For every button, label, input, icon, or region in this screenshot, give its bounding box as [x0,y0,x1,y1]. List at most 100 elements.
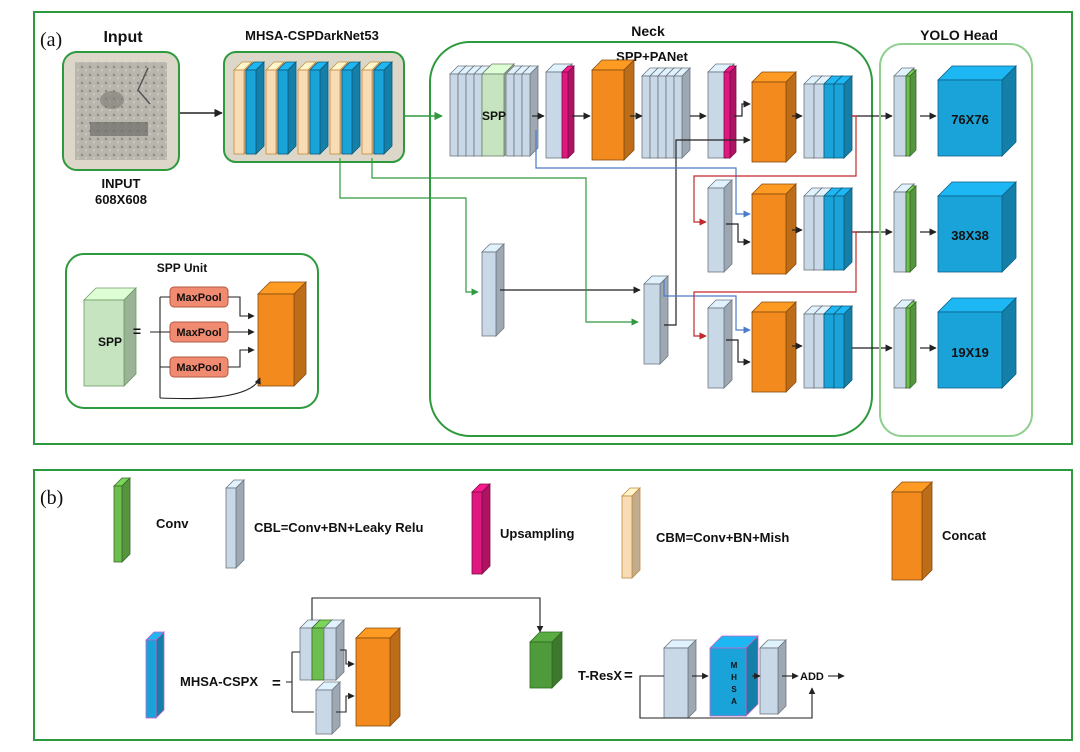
neck-cbl-b-1-front [641,75,651,159]
head-block-group [893,65,1017,389]
legend-upsampling-label: Upsampling [500,526,574,541]
tresx-equals: = [624,667,633,684]
spp-unit-blocks [83,281,307,387]
head-2-output-cube-side [1001,181,1017,273]
cspx-concat-side [389,627,401,727]
neck-mhsa-mid-2 [833,187,853,271]
cspx-cbl-lower [315,681,341,735]
head-3-output-cube-front [937,311,1003,389]
spp-unit-identity-arrow [159,377,261,400]
input-caption-line2: 608X608 [95,192,147,207]
tresx-residual-arrow [639,675,816,719]
neck-upsample-a-front [561,71,569,159]
input-defect-spot [100,91,124,109]
head-2-output-cube [937,181,1017,273]
spp-unit-arrows [150,296,261,400]
neck-cbl-mid-front [707,187,725,273]
backbone-mhsa-1-front [245,69,257,155]
spp-unit-spp-label: SPP [98,335,122,349]
neck-cbl-lower-mid-front [643,283,661,365]
neck-cbl-d-2-front [813,83,825,159]
backbone-skip-arrow-1 [339,158,479,296]
neck-cbl-pre-4-front [473,73,483,157]
maxpool-2: MaxPool [169,321,229,343]
legend-upsampling-icon-side [481,483,491,575]
neck-cbl-pre-3-front [465,73,475,157]
neck-mhsa-d-2-side [843,75,853,159]
backbone-mhsa-1 [245,61,265,155]
blue-arrow-upper [535,130,751,218]
tresx-legend-icon-front [529,641,553,689]
head-3-conv [905,301,917,389]
neck-cbl-b-5 [673,67,691,159]
spp-unit-concat-block [257,281,307,387]
backbone-cbm-4-front [329,69,341,155]
neck-title: Neck [631,23,665,39]
backbone-mhsa-4-front [341,69,353,155]
backbone-mhsa-4-side [351,61,361,155]
neck-concat-a-front [591,69,625,161]
backbone-skip-arrows [339,158,639,326]
mid-cbl-to-concat-arrow [726,223,751,246]
output-38-label: 38X38 [951,228,989,243]
red-arrow-lower [693,231,857,340]
backbone-mhsa-2-front [277,69,289,155]
neck-mhsa-mid-2-front [833,195,845,271]
neck-mhsa-low-2-front [833,313,845,389]
legend-cbm-label: CBM=Conv+BN+Mish [656,530,789,545]
mhsa-letter-m: M [731,661,738,670]
input-caption-line1: INPUT [102,176,141,191]
neck-cbl-low-b-2-front [813,313,825,389]
head-2-conv [905,185,917,273]
panel-b-frame [33,469,1073,741]
legend-conv-label: Conv [156,516,189,531]
legend-cbl-icon [225,479,245,569]
backbone-layer-stack [233,61,393,155]
head-3-conv-side [909,301,917,389]
legend-cbm-icon-front [621,495,633,579]
neck-mhsa-low-2 [833,305,853,389]
neck-cbl-mid-b-2-front [813,195,825,271]
neck-mhsa-d-2 [833,75,853,159]
tresx-legend-icon-side [551,631,563,689]
neck-cbl-post-2-front [513,73,523,157]
head-1-cbl-front [893,75,907,157]
spp-unit-title: SPP Unit [157,261,207,275]
tresx-cbl-1-front [663,647,689,719]
neck-concat-a-side [623,59,635,161]
backbone-cbm-5-front [361,69,373,155]
neck-cbl-d-1-front [803,83,815,159]
tresx-arrows [639,672,845,719]
cspx-to-tresx-arrow [311,597,544,633]
tresx-diagram [529,631,787,719]
neck-cbl-low-b-1-front [803,313,815,389]
neck-arrows [500,100,893,366]
head-1-output-cube-front [937,79,1003,157]
legend-cbl-label: CBL=Conv+BN+Leaky Relu [254,520,423,535]
panel-a: (a) Input INPUT 608X608 MHSA-CSPDarkNet5… [33,11,1073,445]
panel-b: (b) Conv CBL=Conv+BN+Leaky Relu Upsampli… [33,469,1073,741]
neck-cbl-low-side [723,299,733,389]
mhsa-cspx-label: MHSA-CSPX [180,674,258,689]
neck-mhsa-low-1-front [823,313,835,389]
cspx-cbl-lower-front [315,689,333,735]
neck-cbl-lower-left [481,243,505,337]
maxpool-3-arrow [228,346,255,368]
cspx-lower-arrow [336,692,355,713]
input-title: Input [103,29,143,46]
head-2-conv-front [905,191,911,273]
legend-mhsa-cspx-icon-side [155,631,165,719]
neck-concat-mid-side [785,183,797,275]
backbone-mhsa-5-front [373,69,385,155]
input-micrograph-image [75,62,167,160]
spp-unit-concat-block-side [293,281,307,387]
neck-cbl-b-5-front [673,75,683,159]
neck-upsample-a-side [567,65,575,159]
neck-cbl-mid-b-1-front [803,195,815,271]
input-defect-band [90,122,148,136]
neck-concat-a [591,59,635,161]
head-3-output-cube [937,297,1017,389]
neck-concat-b-front [751,81,787,163]
legend-concat-label: Concat [942,528,987,543]
